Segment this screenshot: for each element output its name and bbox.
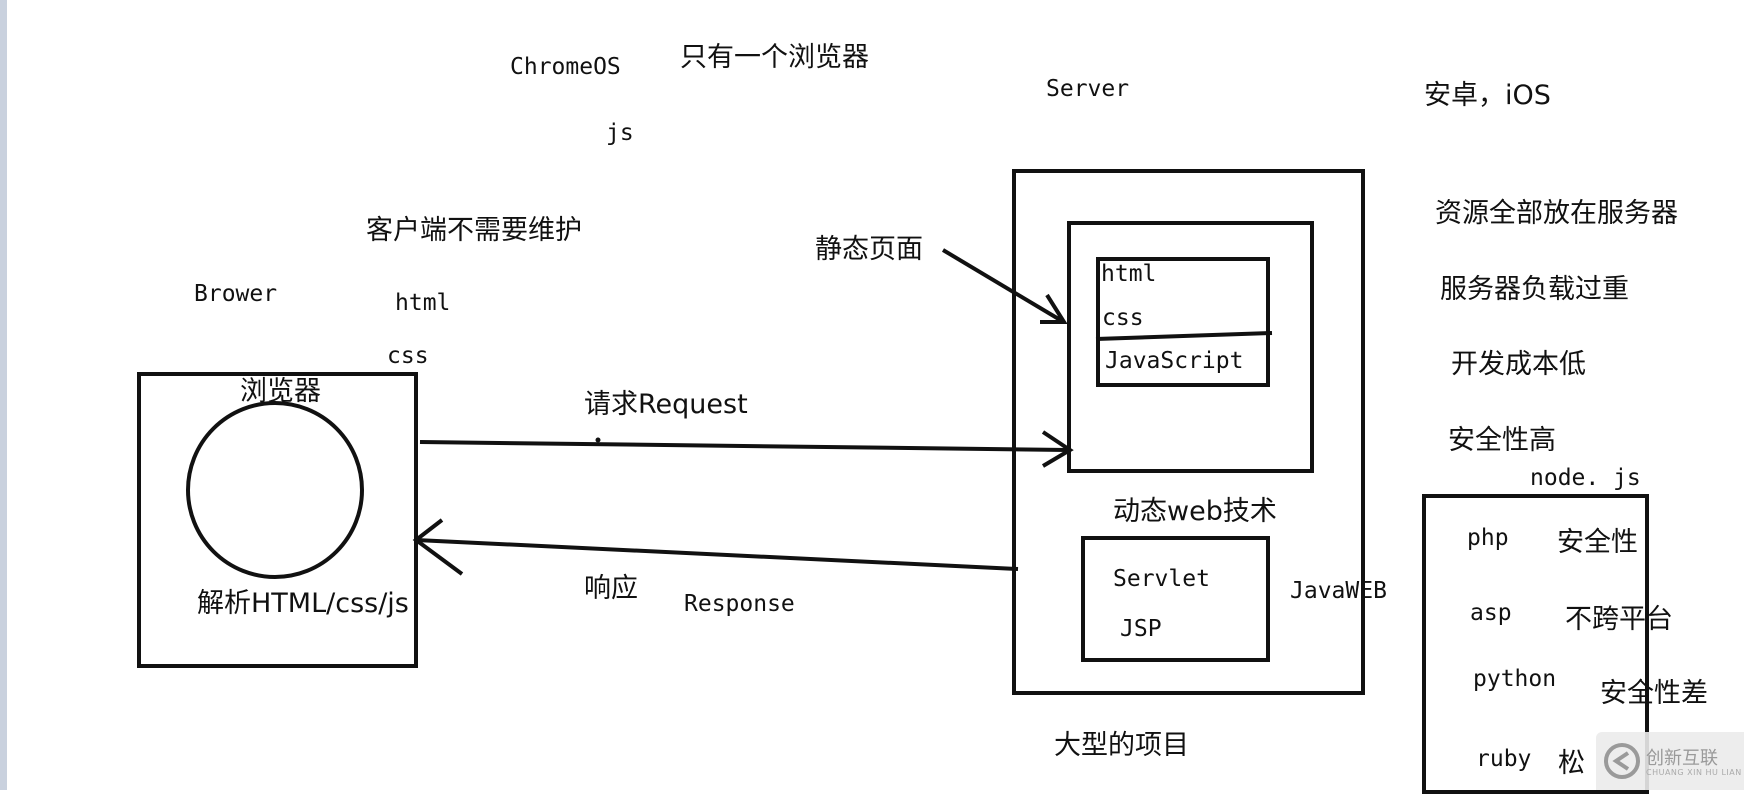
response-arrow-line [415, 538, 1019, 571]
parse-html-label: 解析HTML/css/js [197, 588, 409, 619]
server-overload-label: 服务器负载过重 [1440, 274, 1629, 305]
asp-label: asp [1470, 600, 1512, 626]
html-left-label: html [395, 290, 451, 316]
css-left-label: css [387, 343, 429, 369]
browser-circle [186, 401, 364, 579]
android-ios-label: 安卓，iOS [1424, 80, 1551, 111]
static-css-label: css [1102, 305, 1144, 331]
browser-cn-label: 浏览器 [240, 376, 321, 407]
brower-label: Brower [194, 281, 278, 307]
request-dot [595, 437, 601, 443]
nodejs-label: node. js [1530, 465, 1641, 491]
left-edge-strip [0, 0, 7, 790]
server-label: Server [1046, 76, 1130, 102]
watermark: 创新互联 CHUANG XIN HU LIAN [1596, 732, 1744, 790]
static-outer-box [1067, 221, 1314, 473]
static-html-label: html [1101, 261, 1157, 287]
low-dev-cost-label: 开发成本低 [1451, 349, 1586, 380]
watermark-logo-icon [1604, 743, 1640, 779]
server-box [1012, 169, 1365, 695]
ruby-note-label: 松 [1558, 748, 1585, 779]
client-no-maintain-label: 客户端不需要维护 [366, 215, 582, 246]
asp-note-label: 不跨平台 [1565, 604, 1673, 635]
response-arrow-head [412, 518, 464, 576]
dynamic-box [1081, 536, 1270, 662]
large-project-label: 大型的项目 [1054, 730, 1189, 761]
watermark-subtext: CHUANG XIN HU LIAN [1646, 768, 1742, 777]
only-one-browser-label: 只有一个浏览器 [680, 42, 869, 73]
php-note-label: 安全性 [1557, 527, 1638, 558]
python-label: python [1473, 666, 1557, 692]
jsp-label: JSP [1120, 616, 1162, 642]
static-javascript-label: JavaScript [1105, 348, 1244, 374]
request-arrow-line [419, 440, 1069, 452]
js-label: js [606, 120, 634, 146]
resources-on-server-label: 资源全部放在服务器 [1435, 198, 1678, 229]
static-inner-box [1096, 257, 1270, 387]
request-label: 请求Request [584, 389, 748, 420]
chromeos-label: ChromeOS [510, 54, 621, 80]
static-page-arrow-line [941, 248, 1064, 323]
python-note-label: 安全性差 [1600, 678, 1708, 709]
watermark-text: 创新互联 [1646, 748, 1718, 769]
static-divider-line [1095, 331, 1273, 341]
response-cn-label: 响应 [584, 573, 638, 604]
browser-box [137, 372, 418, 668]
javaweb-label: JavaWEB [1290, 578, 1387, 604]
php-label: php [1467, 525, 1509, 551]
dynamic-web-label: 动态web技术 [1113, 496, 1277, 527]
servlet-label: Servlet [1113, 566, 1210, 592]
high-security-label: 安全性高 [1448, 425, 1556, 456]
response-label: Response [684, 591, 795, 617]
ruby-label: ruby [1476, 746, 1532, 772]
static-page-arrow-head [1040, 293, 1068, 324]
static-page-label: 静态页面 [815, 234, 923, 265]
